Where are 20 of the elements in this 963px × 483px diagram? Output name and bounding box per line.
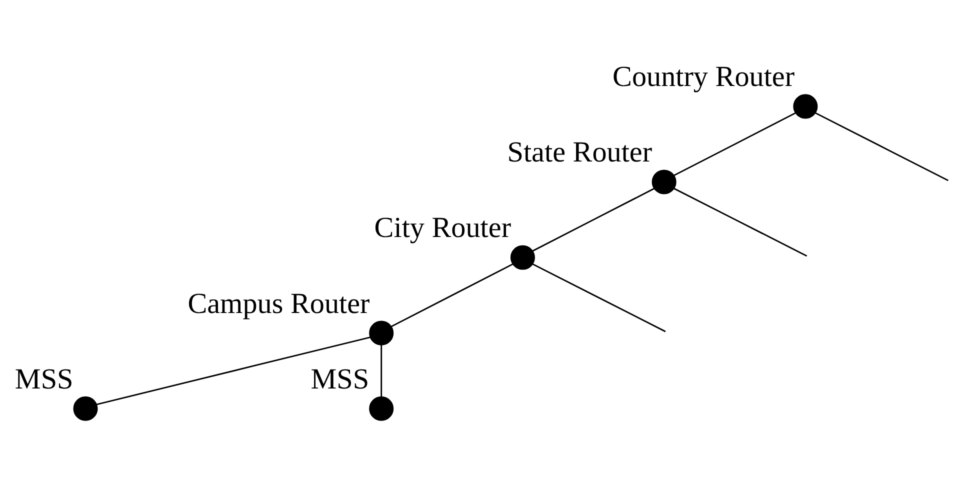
connector (674, 188, 808, 257)
connector (380, 344, 382, 397)
node-label: City Router (374, 212, 512, 244)
node-circle (369, 320, 394, 346)
node-circle (510, 245, 535, 270)
node-circle (793, 94, 818, 119)
node-circle (73, 396, 98, 421)
connector (96, 336, 370, 406)
node-label: MSS (14, 363, 74, 396)
node-circle (652, 170, 676, 194)
connector (674, 112, 796, 176)
node-label: MSS (310, 363, 370, 396)
node-label: State Router (507, 136, 652, 169)
connector (814, 112, 949, 182)
connector (532, 263, 666, 332)
node-label: Country Router (612, 61, 795, 94)
connector (532, 188, 655, 252)
node-label: Campus Router (188, 288, 370, 320)
node-circle (369, 396, 394, 421)
connector (390, 263, 514, 328)
